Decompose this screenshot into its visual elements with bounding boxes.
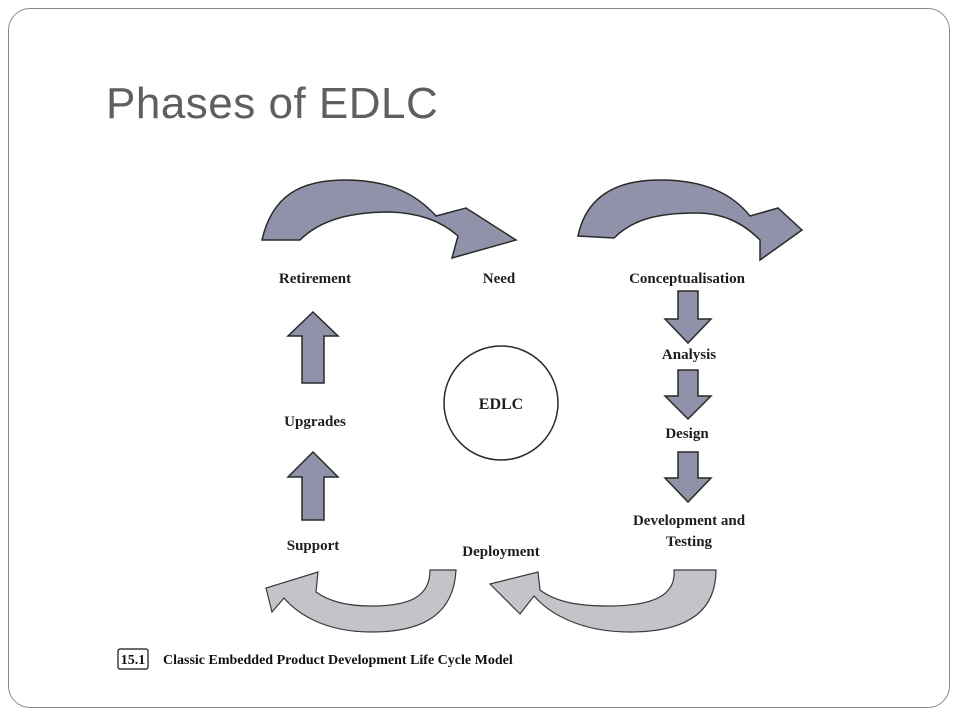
- curved-arrow-deployment-to-support-icon: [265, 569, 457, 633]
- curved-arrow-retirement-to-need-icon: [261, 179, 518, 260]
- phase-label-design: Design: [665, 426, 709, 442]
- phase-label-support: Support: [287, 538, 340, 554]
- phase-label-deployment: Deployment: [462, 544, 540, 560]
- down-arrow-to-development-icon: [663, 451, 713, 504]
- edlc-center-circle: [443, 345, 559, 461]
- phase-label-retirement: Retirement: [279, 271, 351, 287]
- phase-label-upgrades: Upgrades: [284, 414, 346, 430]
- phase-label-conceptualisation: Conceptualisation: [629, 271, 746, 287]
- edlc-center-label: EDLC: [479, 396, 523, 413]
- caption-number-box: [117, 648, 149, 670]
- phase-label-testing: Testing: [666, 534, 713, 550]
- phase-label-need: Need: [483, 271, 516, 287]
- phase-label-development: Development and: [633, 513, 746, 529]
- caption-text: Classic Embedded Product Development Lif…: [163, 653, 513, 668]
- caption-number: 15.1: [121, 653, 146, 668]
- phase-label-analysis: Analysis: [662, 347, 716, 363]
- slide-title: Phases of EDLC: [106, 79, 439, 128]
- down-arrow-to-analysis-icon: [663, 290, 713, 345]
- down-arrow-to-design-icon: [663, 369, 713, 421]
- up-arrow-to-upgrades-icon: [286, 450, 340, 521]
- curved-arrow-development-to-deployment-icon: [488, 569, 717, 633]
- up-arrow-to-retirement-icon: [286, 310, 340, 384]
- curved-arrow-need-to-conceptualisation-icon: [577, 179, 804, 262]
